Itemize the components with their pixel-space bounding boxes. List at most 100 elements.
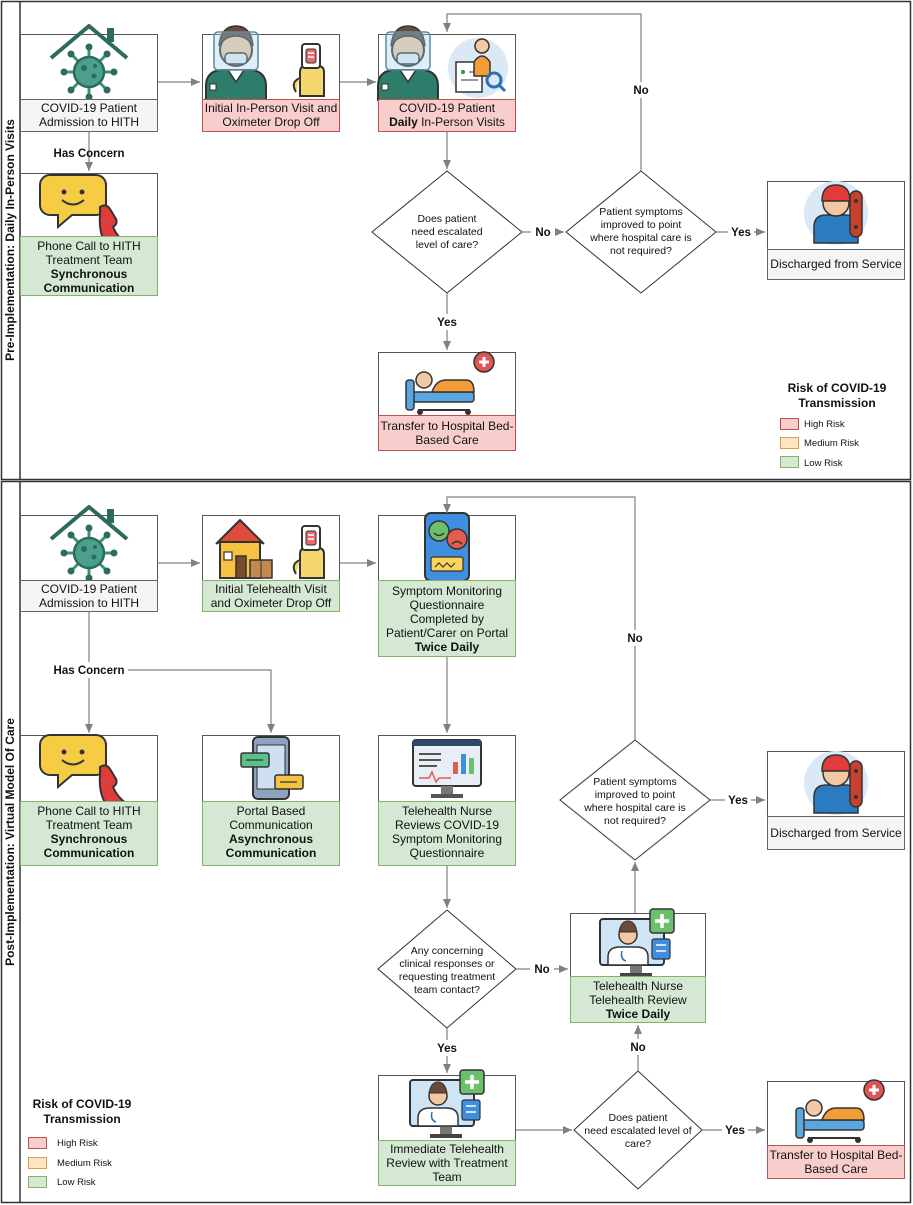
edge-label-no: No (633, 85, 648, 97)
svg-text:improved to point: improved to point (601, 219, 682, 231)
legend-swatch-medium (28, 1157, 47, 1169)
svg-text:Asynchronous: Asynchronous (229, 832, 313, 846)
svg-text:Symptom Monitoring: Symptom Monitoring (392, 832, 502, 846)
pre-daily-visits-node: COVID-19 Patient Daily In-Person Visits (377, 25, 516, 132)
checkup-icon (446, 36, 510, 100)
svg-text:Communication: Communication (44, 281, 135, 295)
edge-label-no: No (534, 964, 549, 976)
post-nurse-review-node: Telehealth Nurse Reviews COVID-19 Sympto… (378, 735, 516, 866)
svg-text:Based Care: Based Care (804, 1162, 868, 1176)
nurse-icon (205, 25, 267, 101)
post-discharged-node: Discharged from Service (767, 750, 905, 850)
edge-label-yes: Yes (437, 317, 457, 329)
pre-admission-node: COVID-19 Patient Admission to HITH (20, 24, 158, 132)
post-questionnaire-node: Symptom Monitoring Questionnaire Complet… (378, 512, 516, 657)
edge-label-yes: Yes (731, 227, 751, 239)
svg-text:Based Care: Based Care (415, 433, 479, 447)
post-concerning-decision: Any concerning clinical responses or req… (377, 909, 517, 1029)
edge-label-no: No (630, 1042, 645, 1054)
svg-text:COVID-19 Patient: COVID-19 Patient (41, 582, 138, 596)
svg-text:Telehealth Nurse: Telehealth Nurse (593, 979, 683, 993)
svg-text:COVID-19 Patient: COVID-19 Patient (41, 101, 138, 115)
post-initial-visit-node: Initial Telehealth Visit and Oximeter Dr… (202, 515, 340, 612)
edge-label-has-concern: Has Concern (54, 665, 125, 677)
svg-text:clinical responses or: clinical responses or (399, 958, 495, 970)
svg-text:Review with Treatment: Review with Treatment (386, 1156, 508, 1170)
svg-text:Twice Daily: Twice Daily (415, 640, 480, 654)
svg-text:Admission to HITH: Admission to HITH (39, 115, 139, 129)
svg-text:Treatment Team: Treatment Team (46, 818, 133, 832)
svg-text:Questionnaire: Questionnaire (410, 598, 485, 612)
svg-text:Does patient: Does patient (418, 213, 477, 225)
pre-improved-decision: Patient symptoms improved to point where… (565, 170, 717, 294)
edge-label-has-concern: Has Concern (54, 148, 125, 160)
svg-text:not required?: not required? (610, 245, 672, 257)
svg-text:Transfer to Hospital Bed-: Transfer to Hospital Bed- (770, 1148, 903, 1162)
svg-text:Synchronous: Synchronous (51, 267, 128, 281)
svg-text:Initial In-Person Visit and: Initial In-Person Visit and (205, 101, 338, 115)
legend-swatch-medium (780, 437, 799, 449)
svg-text:where hospital care is: where hospital care is (583, 802, 686, 814)
svg-text:Synchronous: Synchronous (51, 832, 128, 846)
edge-label-yes: Yes (437, 1043, 457, 1055)
edge-label-no: No (535, 227, 550, 239)
svg-text:Discharged from Service: Discharged from Service (770, 257, 902, 271)
svg-text:Phone Call to HITH: Phone Call to HITH (37, 804, 140, 818)
pre-initial-visit-node: Initial In-Person Visit and Oximeter Dro… (202, 25, 340, 132)
post-improved-decision: Patient symptoms improved to point where… (559, 739, 711, 861)
svg-text:where hospital care is: where hospital care is (589, 232, 692, 244)
svg-text:team contact?: team contact? (414, 984, 480, 996)
legend-swatch-low (780, 456, 799, 468)
svg-text:Transfer to Hospital Bed-: Transfer to Hospital Bed- (381, 419, 514, 433)
svg-text:Symptom Monitoring: Symptom Monitoring (392, 584, 502, 598)
pre-discharged-node: Discharged from Service (767, 180, 905, 280)
svg-text:need escalated: need escalated (411, 226, 482, 238)
svg-text:Communication: Communication (229, 818, 312, 832)
svg-text:Communication: Communication (226, 846, 317, 860)
svg-text:level of care?: level of care? (416, 239, 479, 251)
svg-text:Risk of COVID-19: Risk of COVID-19 (788, 381, 887, 395)
svg-text:Transmission: Transmission (43, 1112, 120, 1126)
svg-text:requesting treatment: requesting treatment (399, 971, 495, 983)
post-legend: Risk of COVID-19 Transmission High Risk … (28, 1097, 132, 1188)
svg-text:Initial Telehealth Visit: Initial Telehealth Visit (215, 582, 327, 596)
post-admission-node: COVID-19 Patient Admission to HITH (20, 505, 158, 612)
legend-swatch-high (780, 418, 799, 430)
post-escalated-decision: Does patient need escalated level of car… (573, 1070, 703, 1190)
post-transfer-node: Transfer to Hospital Bed- Based Care (767, 1078, 905, 1179)
svg-text:need escalated level of: need escalated level of (584, 1125, 691, 1137)
svg-text:Discharged from Service: Discharged from Service (770, 826, 902, 840)
lane-post-title: Post-Implementation: Virtual Model Of Ca… (3, 718, 17, 966)
svg-text:care?: care? (625, 1138, 651, 1150)
edge-label-yes: Yes (725, 1125, 745, 1137)
svg-text:Patient symptoms: Patient symptoms (599, 206, 682, 218)
svg-text:Communication: Communication (44, 846, 135, 860)
svg-text:Portal Based: Portal Based (237, 804, 306, 818)
legend-swatch-high (28, 1137, 47, 1149)
svg-text:Completed by: Completed by (410, 612, 484, 626)
svg-text:Risk of COVID-19: Risk of COVID-19 (33, 1097, 132, 1111)
svg-text:Medium Risk: Medium Risk (804, 438, 859, 449)
svg-text:Medium Risk: Medium Risk (57, 1158, 112, 1169)
svg-text:High Risk: High Risk (804, 419, 845, 430)
svg-text:Immediate Telehealth: Immediate Telehealth (390, 1142, 504, 1156)
post-nurse-twice-node: Telehealth Nurse Telehealth Review Twice… (570, 907, 706, 1023)
svg-text:Low Risk: Low Risk (804, 458, 843, 469)
svg-text:Twice Daily: Twice Daily (606, 1007, 671, 1021)
post-immediate-review-node: Immediate Telehealth Review with Treatme… (378, 1068, 516, 1186)
svg-text:Low Risk: Low Risk (57, 1177, 96, 1188)
svg-text:COVID-19 Patient: COVID-19 Patient (399, 101, 496, 115)
nurse-icon (377, 25, 439, 101)
svg-text:Questionnaire: Questionnaire (410, 846, 485, 860)
svg-text:Treatment Team: Treatment Team (46, 253, 133, 267)
svg-text:Does patient: Does patient (609, 1112, 668, 1124)
svg-text:Patient symptoms: Patient symptoms (593, 776, 676, 788)
svg-text:Oximeter Drop Off: Oximeter Drop Off (222, 115, 320, 129)
lane-pre-title: Pre-Implementation: Daily In-Person Visi… (3, 119, 17, 361)
post-portal-node: Portal Based Communication Asynchronous … (202, 735, 340, 866)
svg-text:Daily In-Person Visits: Daily In-Person Visits (389, 115, 505, 129)
svg-text:Transmission: Transmission (798, 396, 875, 410)
pre-legend: Risk of COVID-19 Transmission High Risk … (780, 381, 887, 469)
svg-text:improved to point: improved to point (595, 789, 676, 801)
